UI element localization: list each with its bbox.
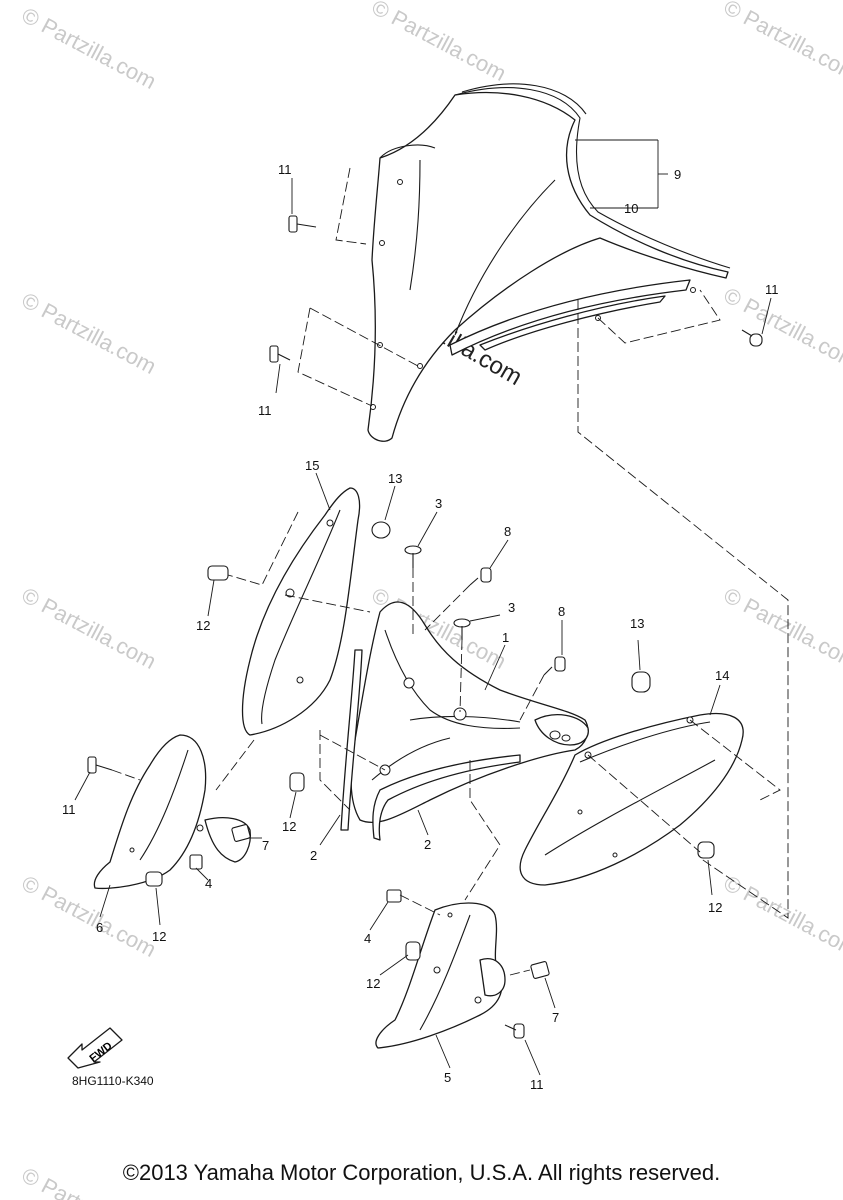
bolt xyxy=(543,656,566,676)
watermark: © Partzilla.com xyxy=(368,0,511,86)
part-label-10: 10 xyxy=(624,201,638,216)
grommet xyxy=(631,671,651,693)
part-label-12: 12 xyxy=(152,929,166,944)
part-label-13: 13 xyxy=(388,471,402,486)
watermark: © Partzilla.com xyxy=(18,582,161,674)
watermark: © Partzilla.com xyxy=(18,2,161,94)
collar xyxy=(405,941,421,961)
part-label-14: 14 xyxy=(715,668,729,683)
watermark: © Partzilla.com xyxy=(720,282,843,374)
part-label-7: 7 xyxy=(552,1010,559,1025)
screw xyxy=(404,545,422,568)
screw xyxy=(453,618,471,640)
part-label-12: 12 xyxy=(282,819,296,834)
windscreen xyxy=(367,83,731,442)
assembly-lines xyxy=(111,167,789,976)
bolt xyxy=(469,567,492,586)
part-label-11: 11 xyxy=(765,282,779,297)
part-labels: 9 10 11 11 11 15 13 3 8 3 8 1 13 14 12 1… xyxy=(62,162,779,1092)
part-label-12: 12 xyxy=(366,976,380,991)
bolt xyxy=(87,756,113,774)
collar xyxy=(207,565,229,581)
bolt xyxy=(288,215,317,233)
part-label-12: 12 xyxy=(708,900,722,915)
part-label-2: 2 xyxy=(424,837,431,852)
copyright-notice: ©2013 Yamaha Motor Corporation, U.S.A. A… xyxy=(122,1160,721,1185)
nut xyxy=(386,889,402,903)
part-label-13: 13 xyxy=(630,616,644,631)
part-label-3: 3 xyxy=(508,600,515,615)
part-label-8: 8 xyxy=(558,604,565,619)
part-label-7: 7 xyxy=(262,838,269,853)
part-label-4: 4 xyxy=(205,876,212,891)
trim-strip-left xyxy=(340,649,363,831)
bolt xyxy=(741,329,763,347)
part-label-12: 12 xyxy=(196,618,210,633)
leader-lines xyxy=(74,139,772,1076)
bolt xyxy=(269,345,291,363)
watermark: © Partzilla.com xyxy=(18,287,161,379)
part-label-9: 9 xyxy=(674,167,681,182)
clip xyxy=(530,961,550,979)
part-label-5: 5 xyxy=(444,1070,451,1085)
part-label-1: 1 xyxy=(502,630,509,645)
part-label-11: 11 xyxy=(62,802,76,817)
part-label-11: 11 xyxy=(258,403,272,418)
part-label-2: 2 xyxy=(310,848,317,863)
part-label-4: 4 xyxy=(364,931,371,946)
part-label-11: 11 xyxy=(530,1077,544,1092)
forward-arrow-icon: FWD xyxy=(67,1027,123,1069)
lower-panel-left xyxy=(93,734,251,890)
clip xyxy=(231,824,251,842)
side-panel-right xyxy=(519,712,744,886)
part-label-15: 15 xyxy=(305,458,319,473)
diagram-code: 8HG1110-K340 xyxy=(72,1074,154,1088)
part-label-6: 6 xyxy=(96,920,103,935)
watermark: © Partzilla.com xyxy=(720,582,843,674)
trim-strip-right xyxy=(372,754,521,841)
collar xyxy=(697,841,715,859)
part-label-3: 3 xyxy=(435,496,442,511)
collar xyxy=(145,871,163,887)
part-label-11: 11 xyxy=(278,162,292,177)
inner-panel-left xyxy=(241,487,361,736)
collar xyxy=(289,772,305,792)
nut xyxy=(189,854,203,870)
grommet xyxy=(371,521,391,539)
part-label-8: 8 xyxy=(504,524,511,539)
bolt xyxy=(504,1023,525,1039)
watermark: © Partzilla.com xyxy=(720,0,843,86)
lower-panel-right xyxy=(375,902,506,1049)
